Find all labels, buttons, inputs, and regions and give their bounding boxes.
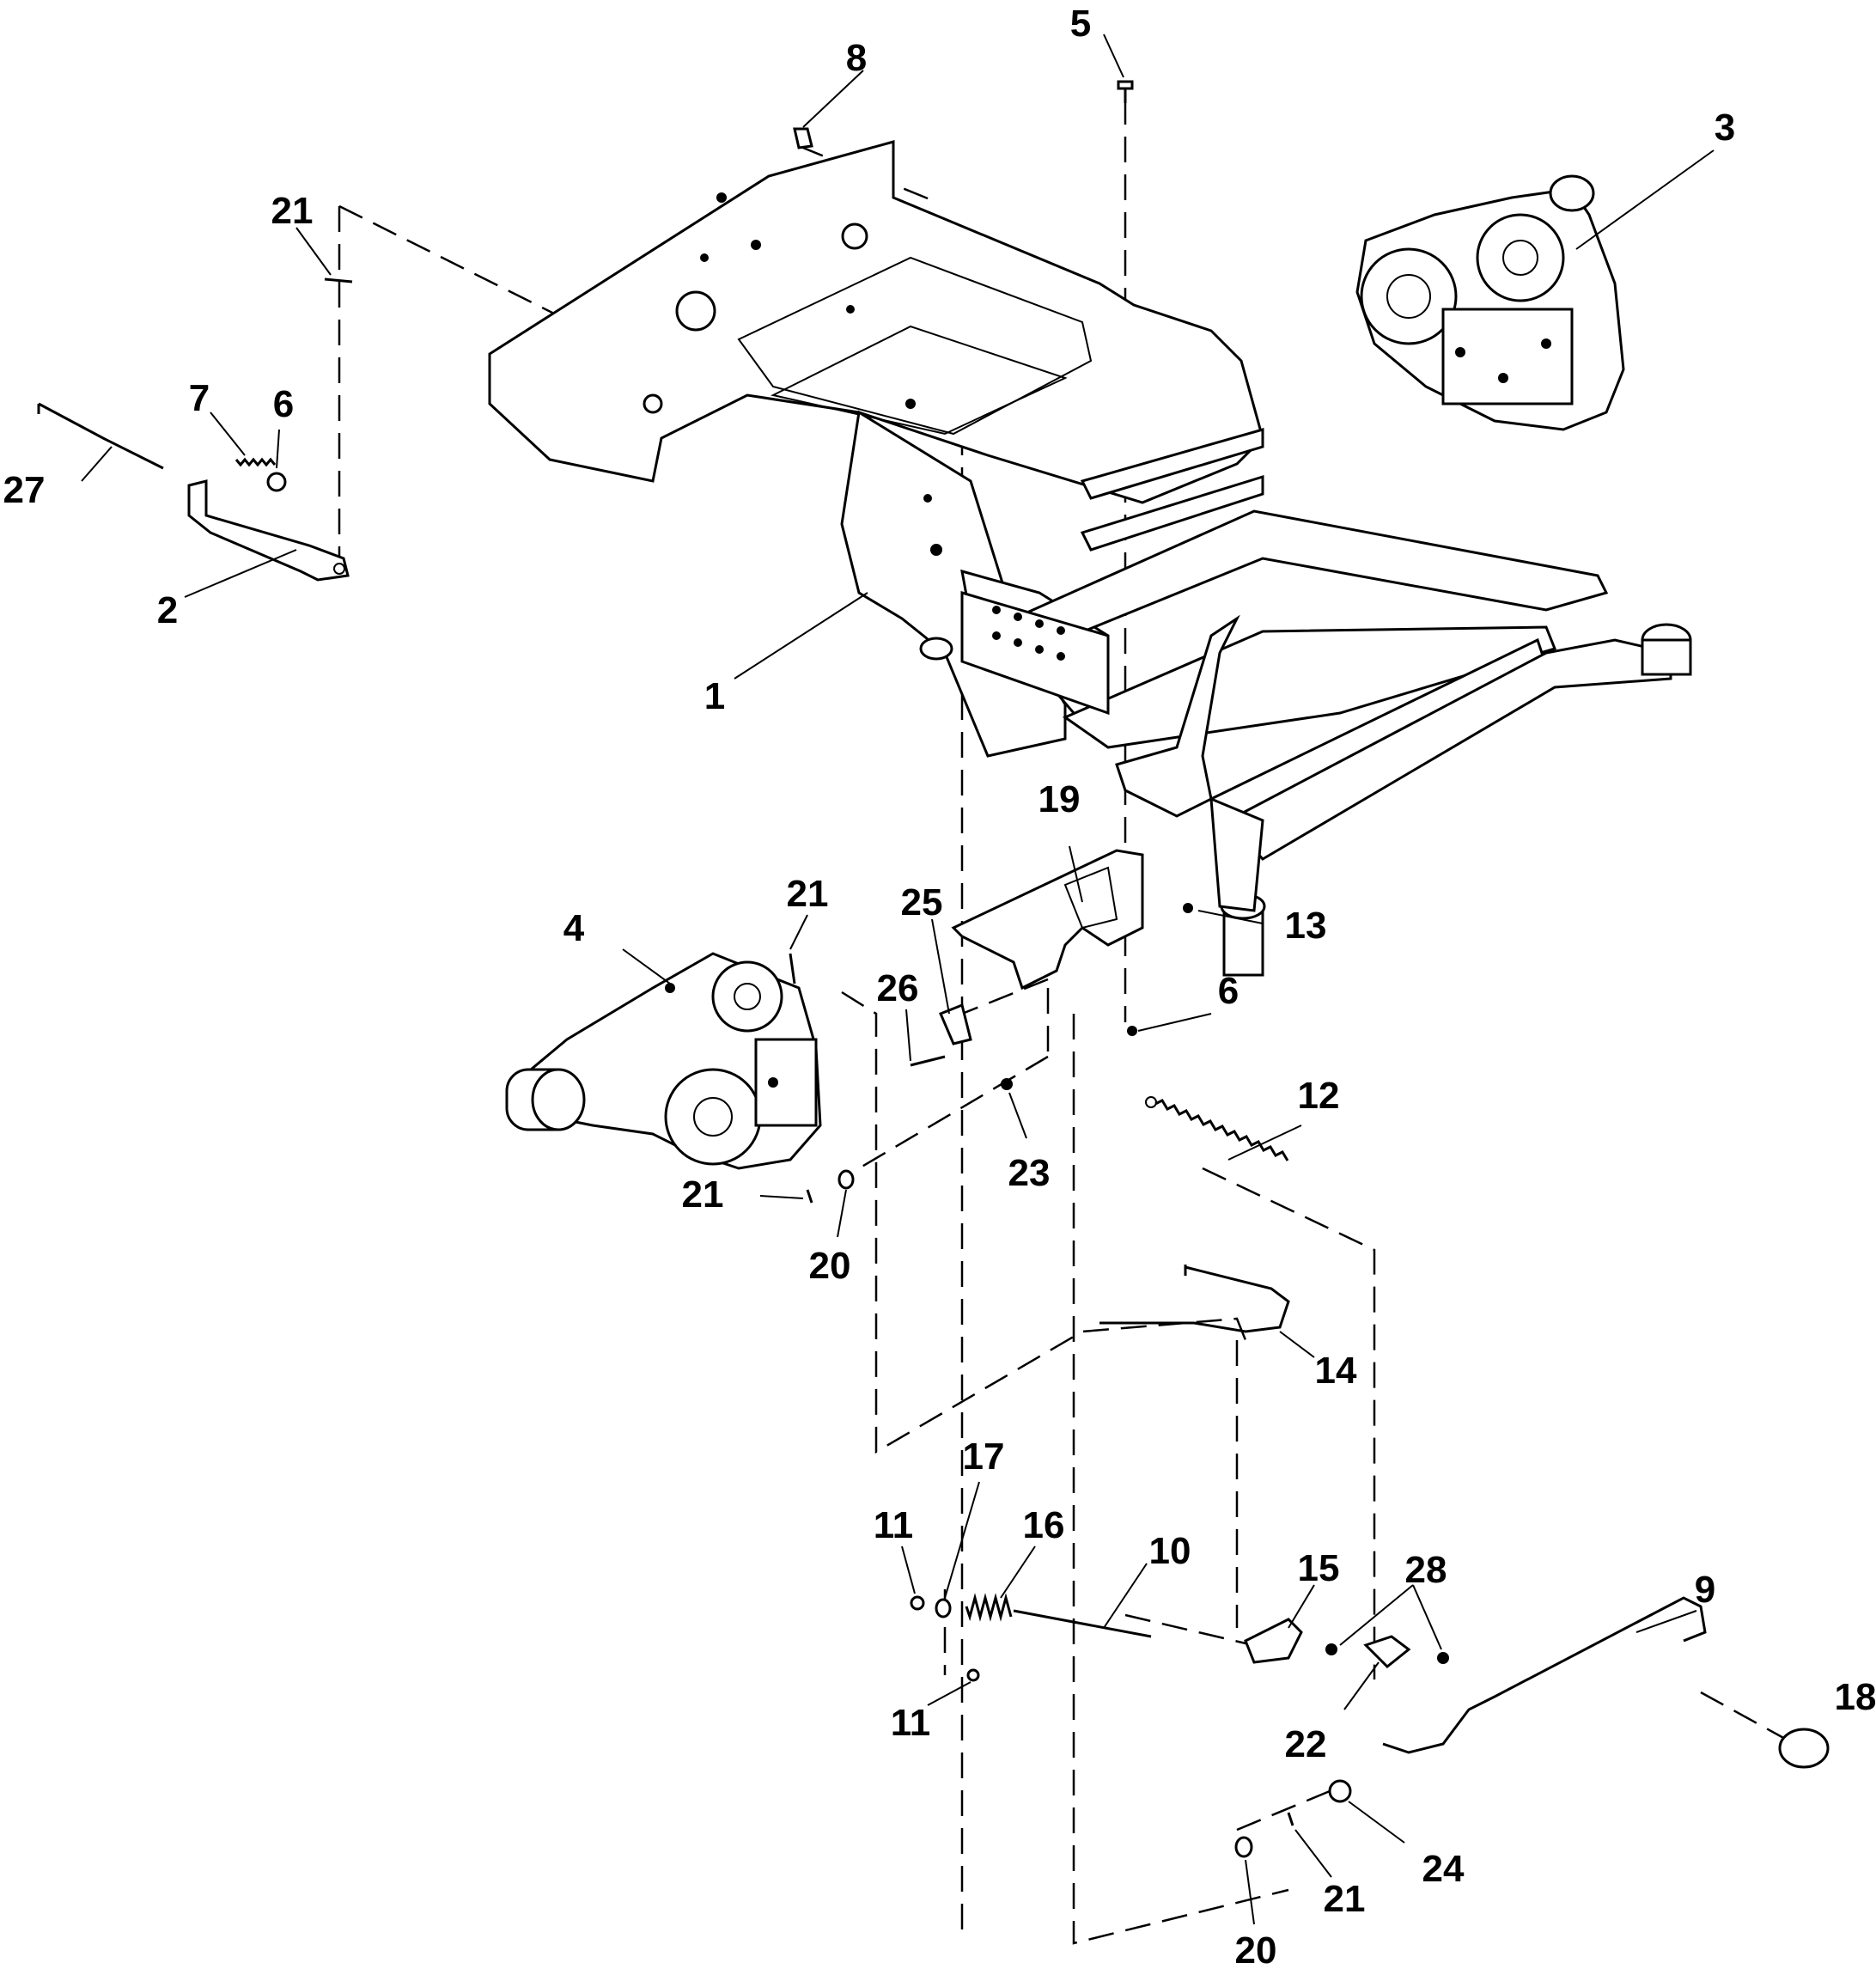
- spring-16: [965, 1593, 1013, 1622]
- transmission-left: [505, 952, 822, 1170]
- bolt-5: [1117, 80, 1134, 103]
- callout-11-lower: 11: [891, 1702, 931, 1744]
- callout-24: 24: [1422, 1848, 1465, 1890]
- callout-25: 25: [901, 881, 943, 923]
- callout-20-left: 20: [809, 1245, 851, 1287]
- callout-26: 26: [877, 967, 919, 1009]
- washer-17: [935, 1598, 952, 1618]
- callout-13: 13: [1285, 905, 1327, 947]
- callout-5: 5: [1070, 3, 1091, 45]
- callout-12: 12: [1298, 1075, 1340, 1117]
- pin-21-lower: [1287, 1812, 1294, 1826]
- callout-6-upper: 6: [273, 383, 294, 425]
- bracket-15: [1244, 1618, 1303, 1664]
- nut-6-lower: [1127, 1026, 1137, 1036]
- leader-lines: [81, 34, 1715, 1925]
- callout-21-lower: 21: [1324, 1878, 1366, 1920]
- callout-21-mid: 21: [787, 873, 829, 915]
- washer-20-lower: [1234, 1836, 1253, 1858]
- callout-7: 7: [189, 377, 210, 419]
- callout-20-lower: 20: [1235, 1929, 1277, 1972]
- callout-9: 9: [1695, 1569, 1715, 1611]
- callout-21-left: 21: [682, 1173, 724, 1216]
- callout-2: 2: [157, 589, 178, 631]
- knob-18: [1778, 1728, 1830, 1769]
- callout-27: 27: [3, 469, 46, 511]
- callout-4: 4: [563, 907, 585, 949]
- plate-25: [939, 1003, 972, 1045]
- callout-23: 23: [1008, 1152, 1051, 1194]
- rod-10: [1013, 1609, 1152, 1638]
- pivot-bracket-19: [951, 849, 1144, 991]
- callout-17: 17: [963, 1436, 1005, 1478]
- rod-14: [1099, 1265, 1290, 1333]
- pin-21-left: [806, 1189, 813, 1204]
- pin-21-upper: [324, 277, 353, 283]
- callout-3: 3: [1715, 107, 1735, 149]
- lever-9: [1382, 1596, 1707, 1754]
- clip-22: [1363, 1635, 1411, 1669]
- callout-22: 22: [1285, 1723, 1327, 1765]
- transmission-right: [1355, 174, 1625, 431]
- control-rod-27: [37, 402, 164, 470]
- callout-18: 18: [1835, 1676, 1876, 1718]
- pin-21-mid: [789, 953, 796, 984]
- spring-7: [234, 457, 277, 467]
- nut-6-upper: [266, 472, 287, 492]
- nut-24: [1328, 1779, 1352, 1803]
- callout-10: 10: [1149, 1530, 1191, 1572]
- washer-20-left: [838, 1169, 855, 1190]
- bolt-8: [793, 127, 813, 149]
- callout-28: 28: [1405, 1549, 1447, 1591]
- nut-13: [1183, 903, 1193, 913]
- nut-23: [1001, 1078, 1013, 1090]
- hardware-11-lower: [966, 1668, 980, 1682]
- callout-15: 15: [1298, 1547, 1340, 1589]
- callout-8: 8: [846, 37, 867, 79]
- spring-12: [1145, 1096, 1289, 1161]
- callout-11-upper: 11: [874, 1504, 914, 1546]
- adjustment-holes: [992, 606, 1065, 661]
- callout-16: 16: [1023, 1504, 1065, 1546]
- hardware-28-left: [1325, 1643, 1337, 1655]
- hardware-11-upper: [910, 1595, 925, 1611]
- hardware-28-right: [1437, 1652, 1449, 1664]
- bolt-26: [910, 1055, 946, 1067]
- chassis-frame: [488, 140, 1692, 977]
- callout-19: 19: [1038, 778, 1081, 820]
- callout-21-upper: 21: [271, 190, 314, 232]
- bracket-2: [187, 479, 350, 582]
- callout-labels: 1 2 3 4 5 6 6 7 8 9 10 11 11 12 13 14 15…: [3, 3, 1876, 1972]
- callout-1: 1: [704, 675, 725, 717]
- callout-6-lower: 6: [1218, 970, 1239, 1012]
- callout-14: 14: [1315, 1350, 1357, 1392]
